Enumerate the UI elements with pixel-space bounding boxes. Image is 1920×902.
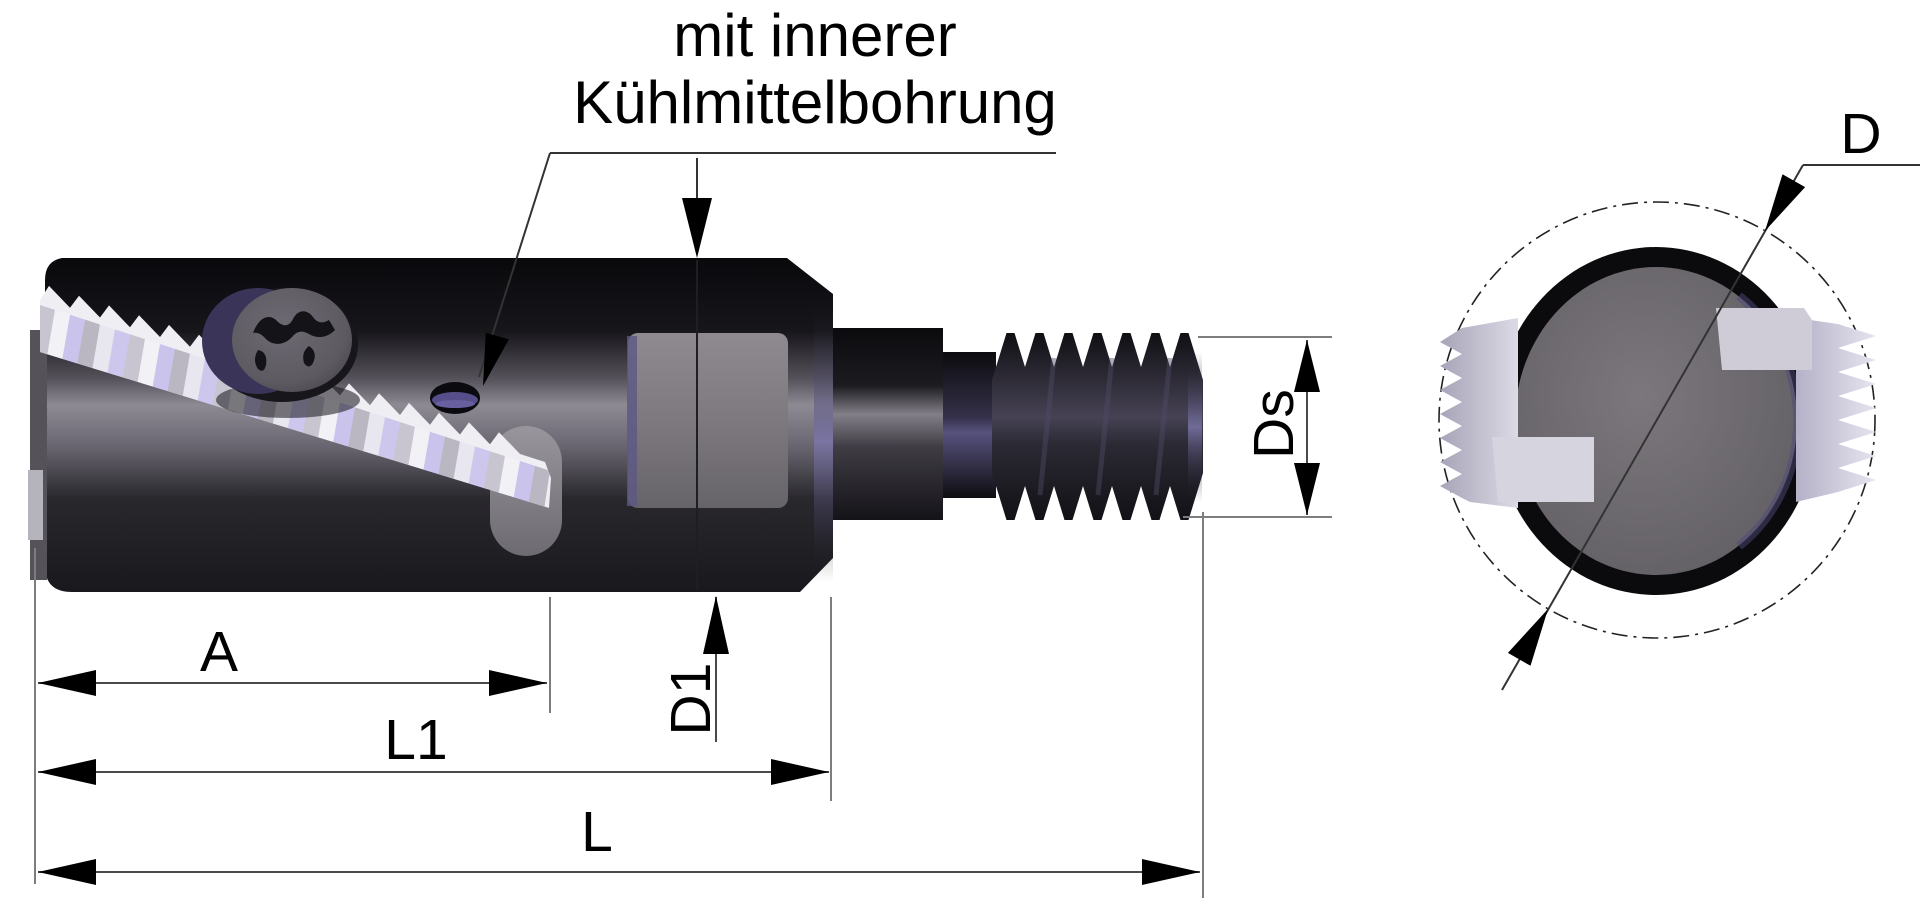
end-view	[1438, 164, 1876, 691]
insert-facet	[526, 465, 550, 508]
thread-streak	[1037, 357, 1057, 496]
label-d1: D1	[659, 663, 723, 736]
label-a: A	[200, 620, 238, 684]
d-bottom-arrowhead	[1507, 609, 1548, 666]
thread-streak	[1095, 357, 1115, 496]
end-view-right-insert	[1796, 318, 1876, 502]
wrench-flat-edge	[627, 336, 637, 506]
a-right-arrowhead	[489, 670, 547, 696]
diameter-line-d	[1501, 164, 1804, 691]
clamp-screw	[202, 288, 358, 402]
insert-left-end	[28, 470, 43, 540]
l1-right-arrowhead	[771, 759, 829, 785]
body-left-face	[30, 330, 47, 580]
d-top-arrowhead	[1765, 174, 1806, 231]
l1-left-arrowhead	[38, 759, 96, 785]
end-view-left-insert-tab	[1492, 437, 1594, 502]
annotations: mit innerer Kühlmittelbohrung A L1 L D1 …	[34, 2, 1920, 898]
side-view	[28, 258, 1203, 592]
ds-up-arrowhead	[1294, 340, 1320, 392]
screw-head	[232, 288, 352, 392]
label-l: L	[581, 800, 613, 864]
wrench-flat	[628, 333, 788, 508]
coolant-hole-glow	[435, 400, 475, 408]
end-view-right-insert-tab	[1716, 308, 1812, 370]
arrowheads	[38, 174, 1806, 885]
l-left-arrowhead	[38, 859, 96, 885]
coolant-arrowhead	[682, 198, 712, 258]
screw-recess-drop-left	[255, 350, 267, 371]
note-coolant-line1: mit innerer	[673, 2, 956, 69]
screw-recess-drop-right	[303, 346, 315, 367]
thread-streak	[1153, 357, 1173, 496]
thread-streaks	[1037, 357, 1173, 496]
screw-recess	[253, 311, 335, 344]
label-l1: L1	[384, 708, 447, 772]
l-right-arrowhead	[1142, 859, 1200, 885]
relief-groove	[943, 352, 996, 498]
coolant-hole	[430, 382, 480, 414]
d1-up-arrowhead	[703, 596, 729, 654]
label-d: D	[1840, 102, 1881, 166]
thread-shank	[992, 333, 1203, 520]
label-ds: Ds	[1242, 389, 1306, 459]
coolant-hole-arrowhead	[483, 332, 509, 386]
note-coolant-line2: Kühlmittelbohrung	[573, 69, 1057, 136]
ds-down-arrowhead	[1294, 463, 1320, 515]
neck	[833, 328, 943, 520]
body-edge-highlight	[814, 300, 833, 582]
a-left-arrowhead	[38, 670, 96, 696]
reference-circle-d	[1438, 201, 1876, 639]
thread-end-highlight	[1188, 352, 1202, 502]
